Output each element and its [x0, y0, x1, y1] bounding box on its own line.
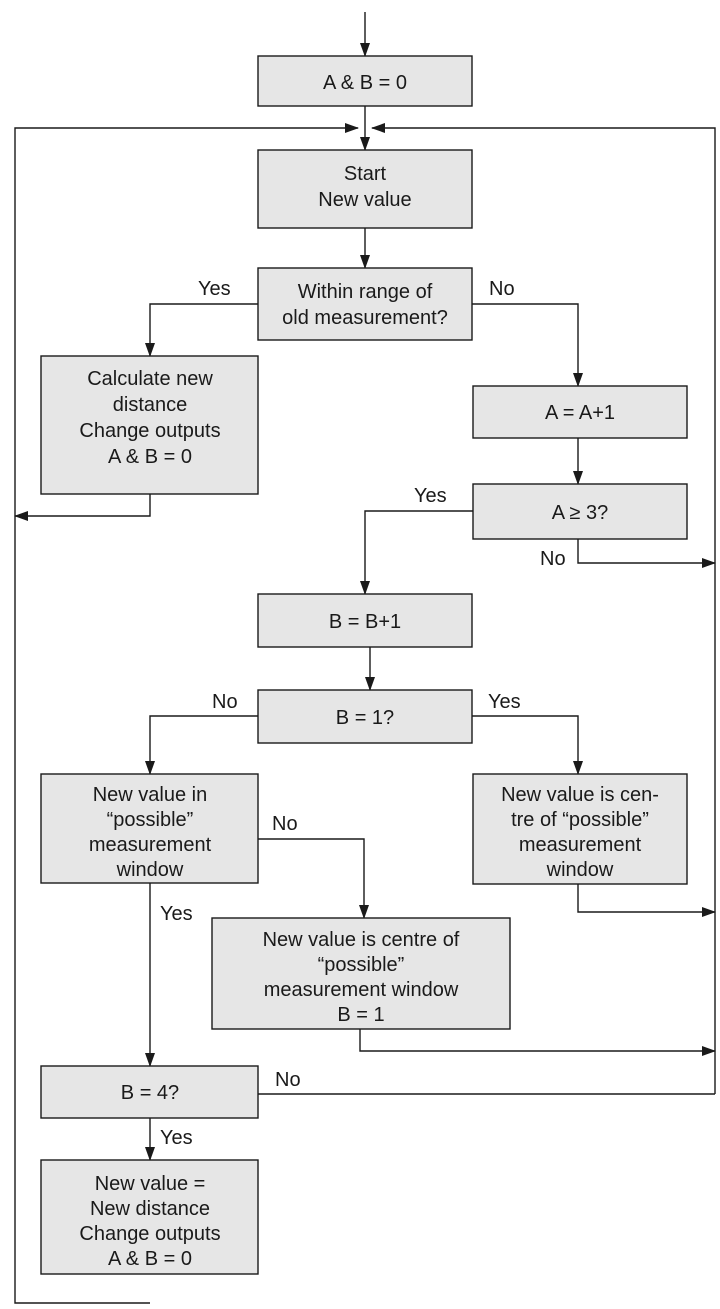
- a-check-no-arrow: [577, 539, 716, 568]
- in-window-box: [40, 773, 259, 884]
- a-check-no-label: No: [540, 548, 566, 570]
- b1-yes-arrow: [472, 715, 583, 775]
- b4-yes-label: Yes: [160, 1127, 193, 1149]
- centre-mid-label-line-3: measurement window: [264, 979, 459, 1001]
- window-no-label: No: [272, 813, 298, 835]
- centre-mid-to-loop-arrow: [359, 1029, 716, 1056]
- within-range-box: [257, 267, 473, 341]
- centre-mid-label-line-4: B = 1: [337, 1004, 384, 1026]
- start-label-line-1: Start: [344, 163, 387, 185]
- calc-label-line-4: A & B = 0: [108, 446, 192, 468]
- within-label-line-2: old measurement?: [282, 307, 448, 329]
- a-check-label: A ≥ 3?: [552, 502, 609, 524]
- calc-to-loop-arrow: [14, 494, 151, 521]
- centre-mid-box: [211, 917, 511, 1030]
- b1-check-box: [257, 689, 473, 744]
- nodes: [40, 55, 688, 1275]
- start-label-line-2: New value: [318, 189, 411, 211]
- in-window-label-line-1: New value in: [93, 784, 208, 806]
- b4-no-label: No: [275, 1069, 301, 1091]
- a-check-yes-arrow: [360, 510, 473, 595]
- centre-right-label-line-3: measurement: [519, 834, 642, 856]
- in-window-label-line-3: measurement: [89, 834, 212, 856]
- b1-check-label: B = 1?: [336, 707, 394, 729]
- window-yes-label: Yes: [160, 903, 193, 925]
- final-label-line-2: New distance: [90, 1198, 210, 1220]
- b1-yes-label: Yes: [488, 691, 521, 713]
- centre-right-label-line-2: tre of “possible”: [511, 809, 649, 831]
- in-window-label-line-2: “possible”: [107, 809, 194, 831]
- within-no-label: No: [489, 278, 515, 300]
- centre-right-to-loop-arrow: [577, 884, 716, 917]
- centre-mid-label-line-1: New value is centre of: [263, 929, 460, 951]
- b-inc-label: B = B+1: [329, 611, 401, 633]
- within-yes-label: Yes: [198, 278, 231, 300]
- a-check-yes-label: Yes: [414, 485, 447, 507]
- within-no-arrow: [472, 303, 583, 387]
- edge-labels: Yes No Yes No No Yes No Yes No Yes: [160, 278, 566, 1149]
- window-no-arrow: [258, 838, 369, 919]
- centre-mid-label-line-2: “possible”: [318, 954, 405, 976]
- b4-check-label: B = 4?: [121, 1082, 179, 1104]
- b1-no-arrow: [145, 715, 258, 775]
- node-labels: A & B = 0 Start New value Within range o…: [79, 72, 659, 1270]
- b-increment-box: [257, 593, 473, 648]
- final-box: [40, 1159, 259, 1275]
- calc-label-line-2: distance: [113, 394, 188, 416]
- init-label: A & B = 0: [323, 72, 407, 94]
- centre-right-label-line-4: window: [546, 859, 614, 881]
- a-check-box: [472, 483, 688, 540]
- a-increment-box: [472, 385, 688, 439]
- start-box: [257, 149, 473, 229]
- right-loop-line: [371, 123, 716, 1094]
- left-loop-line: [14, 123, 359, 1304]
- final-label-line-1: New value =: [95, 1173, 206, 1195]
- a-inc-label: A = A+1: [545, 402, 615, 424]
- init-box: [257, 55, 473, 107]
- b4-check-box: [40, 1065, 259, 1119]
- calc-label-line-3: Change outputs: [79, 420, 220, 442]
- final-label-line-3: Change outputs: [79, 1223, 220, 1245]
- centre-right-label-line-1: New value is cen-: [501, 784, 659, 806]
- in-window-label-line-4: window: [116, 859, 184, 881]
- within-label-line-1: Within range of: [298, 281, 433, 303]
- centre-right-box: [472, 773, 688, 885]
- within-yes-arrow: [145, 303, 258, 357]
- final-label-line-4: A & B = 0: [108, 1248, 192, 1270]
- calc-label-line-1: Calculate new: [87, 368, 213, 390]
- b1-no-label: No: [212, 691, 238, 713]
- connectors: [14, 12, 716, 1304]
- calculate-box: [40, 355, 259, 495]
